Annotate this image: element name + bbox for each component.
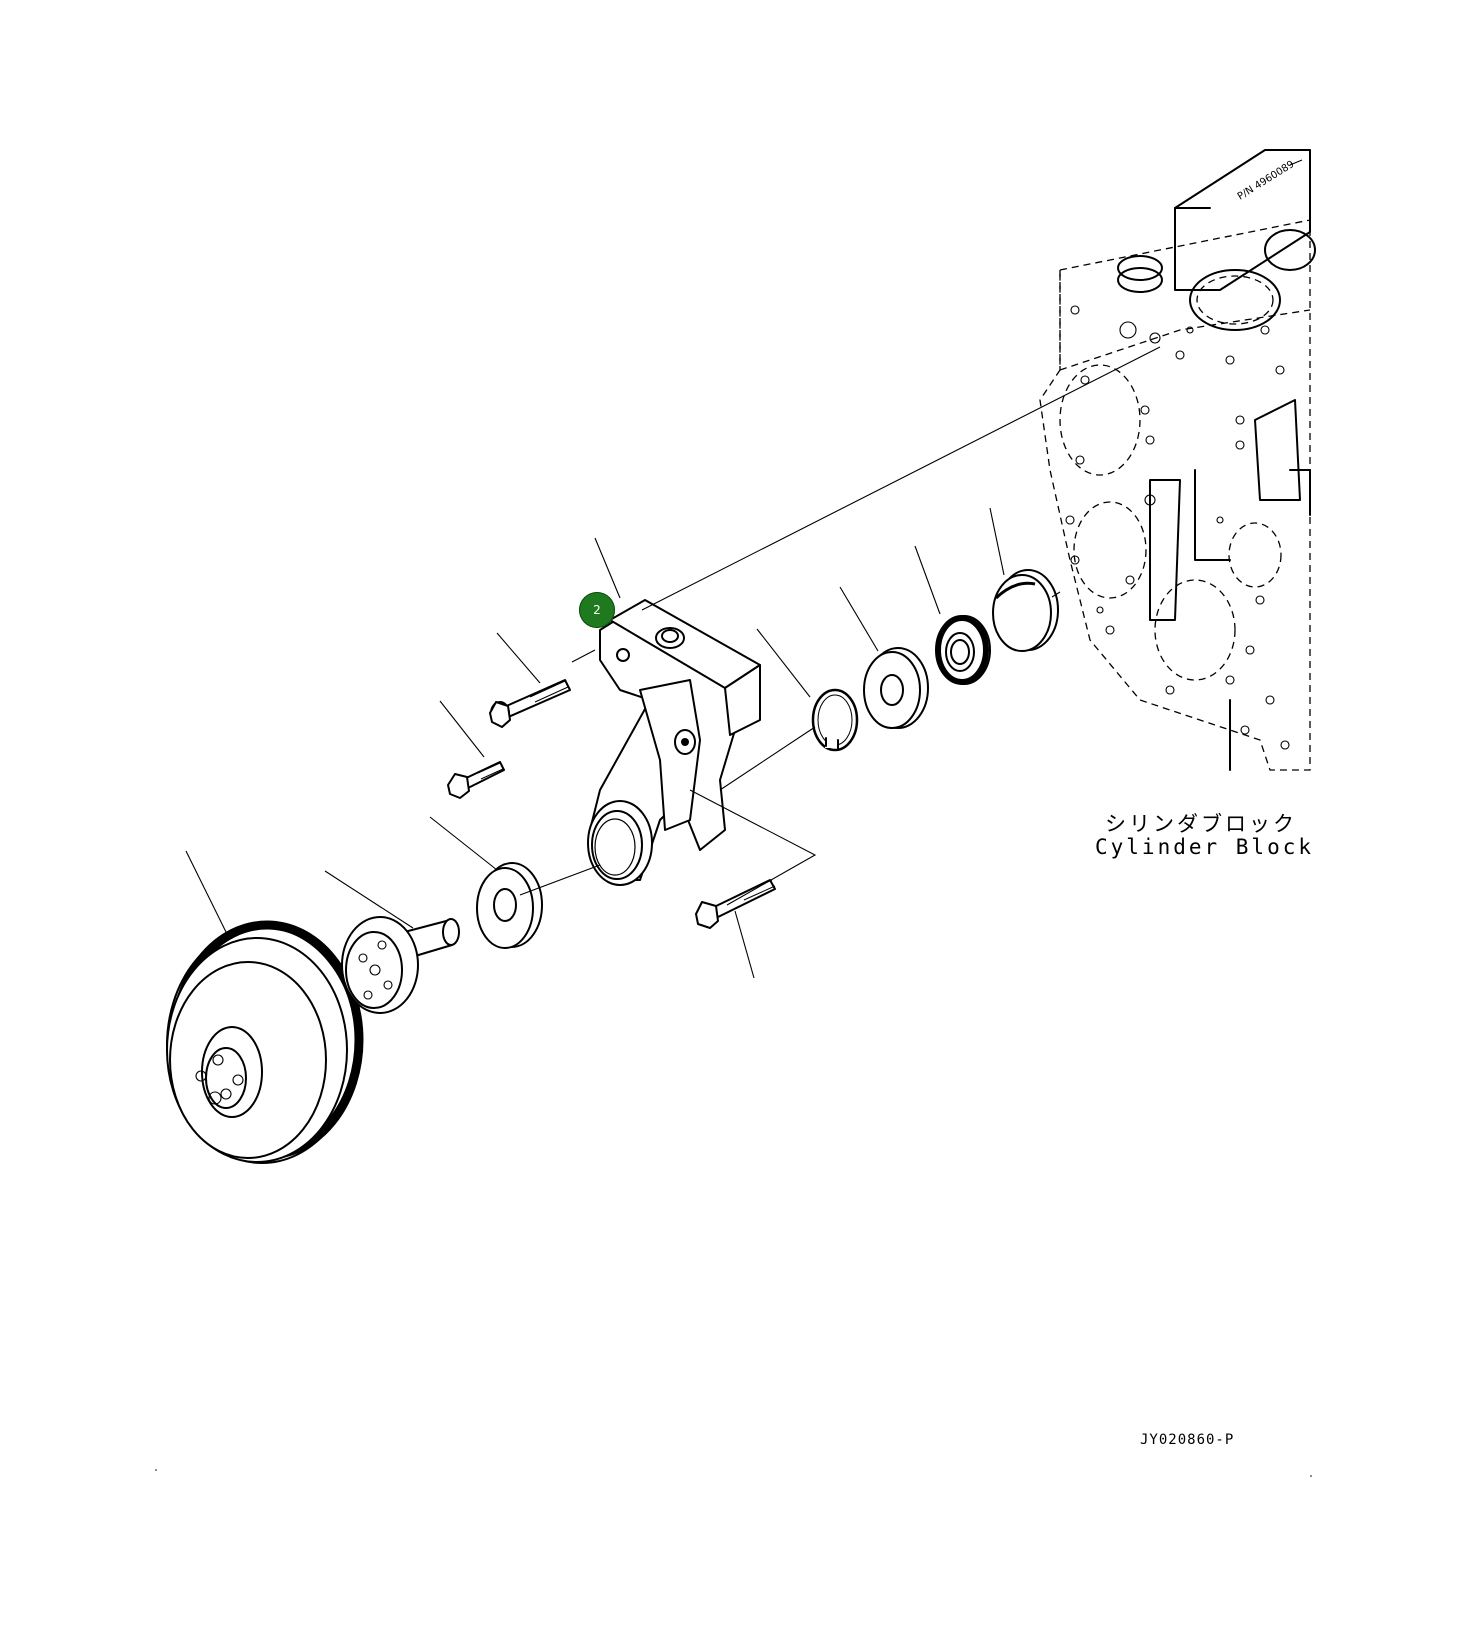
spacer-front — [476, 862, 543, 949]
crankshaft-pulley — [166, 920, 364, 1164]
drawing-number: JY020860-P — [1140, 1432, 1235, 1448]
cap-plug — [992, 569, 1059, 652]
bolt-bracket — [695, 879, 776, 929]
cylinder-block-label-jp: シリンダブロック — [1105, 812, 1297, 836]
callout-number: 2 — [593, 603, 601, 617]
cylinder-block: P/N 4960089 — [1039, 149, 1316, 771]
leader-lines — [185, 507, 1005, 979]
thrust-washer — [863, 647, 929, 729]
bolt-lower-left — [447, 761, 505, 799]
bearing — [935, 615, 991, 685]
assembly-lines — [519, 346, 1161, 906]
callout-marker-2[interactable]: 2 — [579, 592, 615, 628]
bolt-upper — [489, 679, 571, 728]
snap-ring — [811, 688, 859, 752]
cylinder-block-label-en: Cylinder Block — [1095, 835, 1315, 859]
pulley-shaft — [341, 916, 460, 1014]
fan-bracket — [587, 599, 761, 886]
block-part-number: P/N 4960089 — [1236, 159, 1297, 203]
